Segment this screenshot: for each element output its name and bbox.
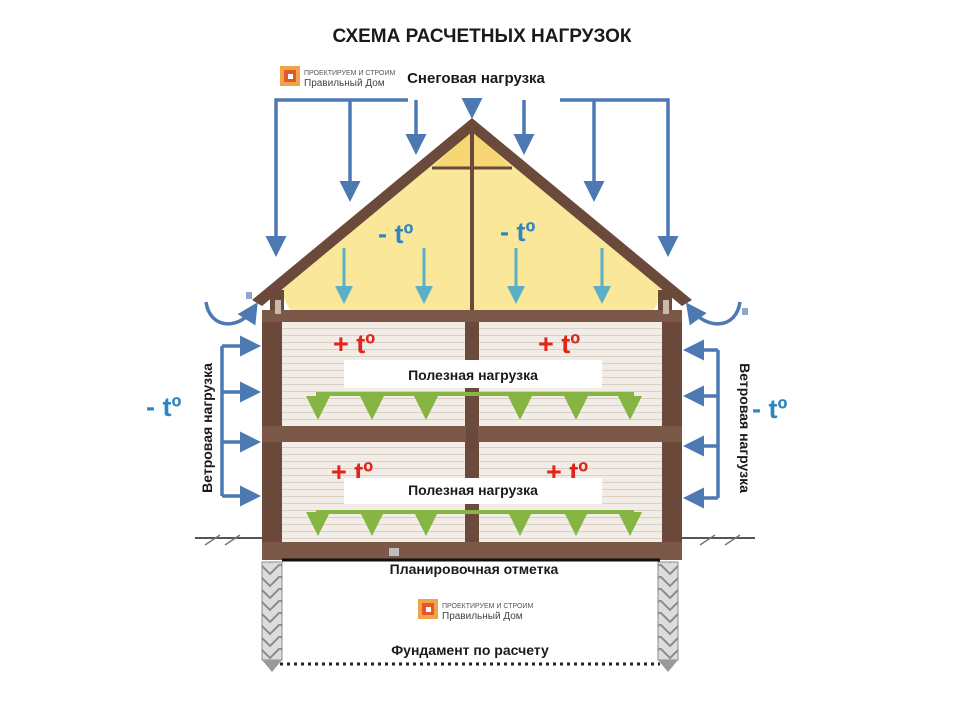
useful-load-arrows-lower bbox=[306, 510, 642, 536]
logo-top: ПРОЕКТИРУЕМ И СТРОИМ Правильный Дом bbox=[280, 66, 396, 89]
useful-load-lower-label: Полезная нагрузка bbox=[408, 482, 538, 498]
wind-load-left-label: Ветровая нагрузка bbox=[199, 363, 215, 493]
useful-load-arrows-upper bbox=[306, 392, 642, 420]
outside-temp-right: - tº bbox=[752, 394, 787, 424]
foundation-piles bbox=[261, 561, 679, 672]
wind-arrows-left bbox=[220, 335, 261, 507]
wind-load-right-label: Ветровая нагрузка bbox=[737, 363, 753, 493]
logo-bottom: ПРОЕКТИРУЕМ И СТРОИМ Правильный Дом bbox=[418, 599, 534, 622]
wind-arrows-right bbox=[683, 339, 720, 509]
outside-temp-left: - tº bbox=[146, 392, 181, 422]
logo-line1: ПРОЕКТИРУЕМ И СТРОИМ bbox=[304, 70, 396, 77]
foundation-label: Фундамент по расчету bbox=[391, 642, 549, 658]
attic-temp-right: - tº bbox=[500, 217, 535, 247]
logo-line2: Правильный Дом bbox=[442, 611, 523, 622]
page-title: СХЕМА РАСЧЕТНЫХ НАГРУЗОК bbox=[332, 26, 631, 47]
upper-temp-left: + tº bbox=[333, 329, 375, 359]
upper-temp-right: + tº bbox=[538, 329, 580, 359]
logo-line1: ПРОЕКТИРУЕМ И СТРОИМ bbox=[442, 603, 534, 610]
grade-label: Планировочная отметка bbox=[390, 561, 559, 577]
attic-arrows bbox=[335, 248, 611, 304]
snow-load-arrows bbox=[265, 98, 679, 257]
attic-temp-left: - tº bbox=[378, 219, 413, 249]
snow-load-label: Снеговая нагрузка bbox=[407, 70, 545, 87]
logo-line2: Правильный Дом bbox=[304, 78, 385, 89]
eave-wind-arrows bbox=[204, 292, 748, 326]
useful-load-upper-label: Полезная нагрузка bbox=[408, 367, 538, 383]
